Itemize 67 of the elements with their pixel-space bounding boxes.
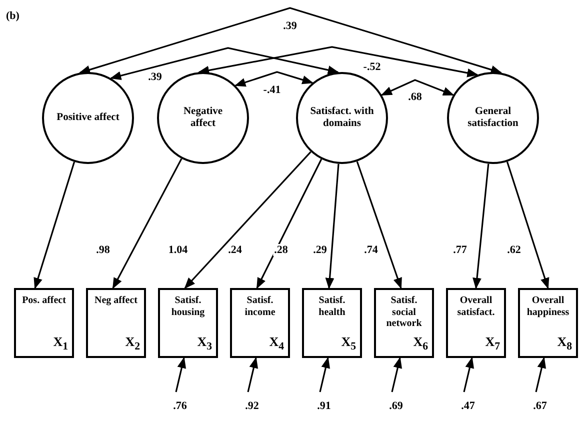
variable-symbol: X$_{5}$: [341, 334, 356, 353]
observed-variable-box: [158, 288, 218, 358]
arrow: [112, 158, 182, 289]
variable-name: Positive affect: [56, 112, 120, 124]
arrow: [463, 356, 474, 392]
observed-variable-box: [518, 288, 578, 358]
edge-label: -.41: [262, 84, 282, 96]
variable-symbol: X$_{2}$: [125, 334, 140, 353]
variable-name: Satisf. health: [318, 295, 346, 318]
edge-label: .24: [227, 244, 243, 256]
arrow: [198, 46, 478, 78]
arrow: [535, 356, 546, 392]
edge-label: .39: [147, 71, 163, 83]
observed-variable-box: [302, 288, 362, 358]
arrow: [380, 79, 454, 96]
variable-name: General satisfaction: [466, 106, 520, 130]
edge-label: .76: [172, 400, 188, 412]
arrow: [34, 162, 76, 290]
edge-label: 1.04: [167, 244, 189, 256]
edge-label: .77: [452, 244, 468, 256]
observed-variable-box: [446, 288, 506, 358]
variable-name: Pos. affect: [21, 295, 67, 306]
arrow: [325, 164, 340, 290]
arrow: [506, 162, 550, 290]
variable-name: Neg affect: [93, 295, 139, 306]
variable-name: Satisfact. with domains: [310, 106, 374, 130]
variable-symbol: X$_{6}$: [413, 334, 428, 353]
variable-symbol: X$_{8}$: [557, 334, 572, 353]
edge-label: .91: [316, 400, 332, 412]
arrow: [234, 71, 314, 87]
variable-name: Overall happiness: [526, 295, 570, 318]
arrow: [247, 356, 258, 392]
edge-label: .62: [506, 244, 522, 256]
arrow: [256, 158, 322, 289]
edge-label: .68: [407, 91, 423, 103]
variable-name: Satisf. social network: [385, 295, 423, 330]
arrow: [319, 356, 330, 392]
edge-label: .39: [282, 20, 298, 32]
observed-variable-box: [374, 288, 434, 358]
edge-label: .69: [388, 400, 404, 412]
arrow: [175, 356, 186, 392]
arrow: [184, 151, 312, 289]
arrow: [356, 161, 402, 290]
edge-label: .28: [273, 244, 289, 256]
variable-symbol: X$_{1}$: [53, 334, 68, 353]
edge-label: .47: [460, 400, 476, 412]
edge-label: .29: [312, 244, 328, 256]
edge-label: .98: [95, 244, 111, 256]
variable-name: Overall satisfact.: [456, 295, 496, 318]
edge-label: -.52: [362, 61, 382, 73]
variable-name: Negative affect: [182, 106, 224, 130]
panel-label: (b): [6, 10, 20, 22]
arrow: [472, 164, 490, 290]
variable-symbol: X$_{4}$: [269, 334, 284, 353]
edge-label: .92: [244, 400, 260, 412]
arrow: [110, 47, 340, 80]
edge-label: .67: [532, 400, 548, 412]
variable-symbol: X$_{3}$: [197, 334, 212, 353]
observed-variable-box: [230, 288, 290, 358]
observed-variable-box: [86, 288, 146, 358]
variable-name: Satisf. housing: [170, 295, 206, 318]
arrow: [391, 356, 402, 392]
edge-label: .74: [363, 244, 379, 256]
observed-variable-box: [14, 288, 74, 358]
arrow: [78, 7, 502, 74]
variable-symbol: X$_{7}$: [485, 334, 500, 353]
variable-name: Satisf. income: [244, 295, 276, 318]
